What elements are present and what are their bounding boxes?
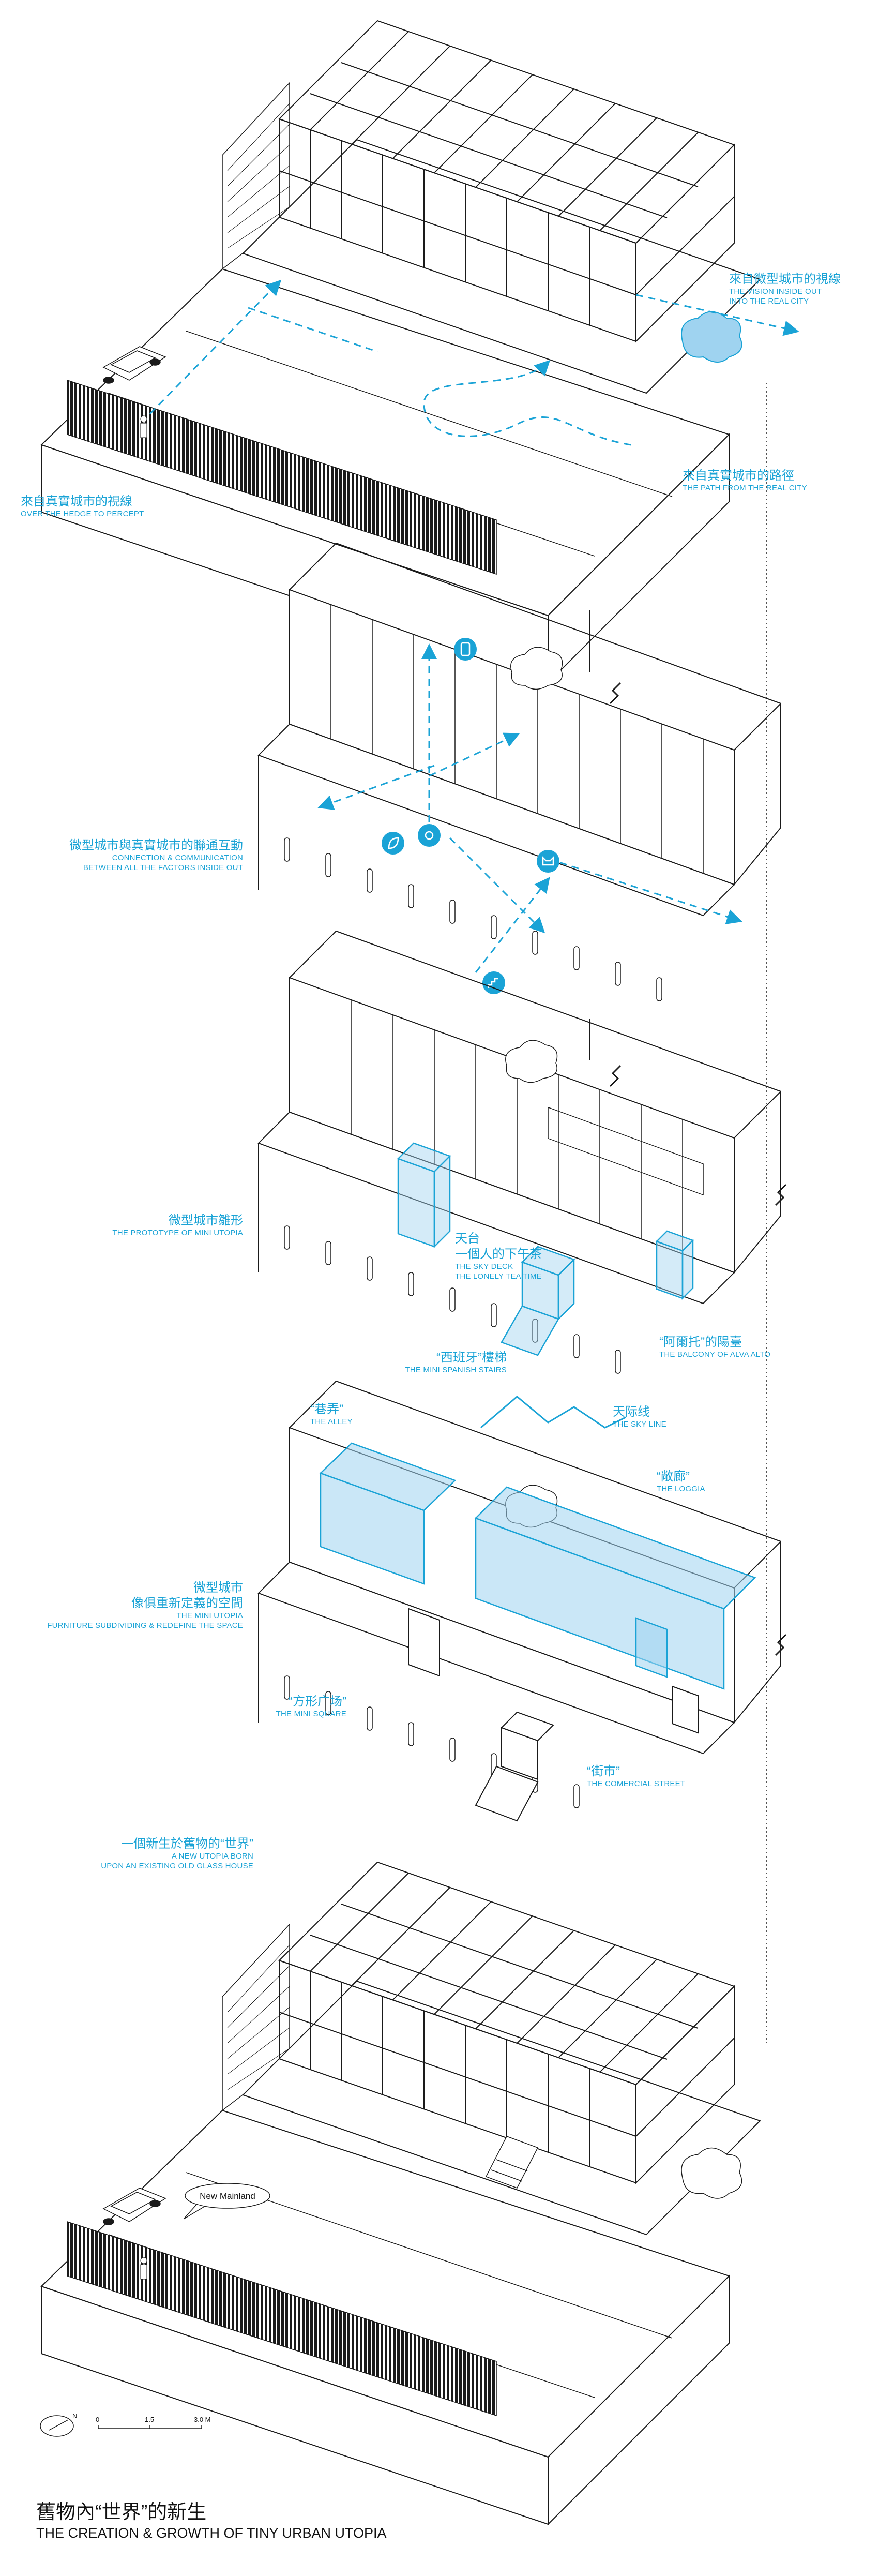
- label-street-en: THE COMERCIAL STREET: [587, 1779, 686, 1788]
- cat-icon: [537, 850, 559, 873]
- label-alley-en: THE ALLEY: [310, 1417, 353, 1426]
- label-path-zh: 來自真實城市的路徑: [683, 469, 794, 483]
- connection-arrows: [317, 643, 742, 973]
- car: [102, 346, 166, 384]
- label-connection-en1: CONNECTION & COMMUNICATION: [112, 853, 243, 862]
- label-loggia: “敞廊” THE LOGGIA: [657, 1469, 705, 1494]
- person-icon: [140, 2257, 147, 2280]
- label-path-en: THE PATH FROM THE REAL CITY: [683, 484, 807, 492]
- stairs-icon: [482, 971, 505, 994]
- page-title: 舊物內“世界”的新生 THE CREATION & GROWTH OF TINY…: [36, 2496, 387, 2541]
- label-connection: 微型城市與真實城市的聯通互動 CONNECTION & COMMUNICATIO…: [16, 838, 243, 873]
- skydeck-module: [397, 1142, 451, 1249]
- shelf-module: [408, 1608, 440, 1677]
- speech-bubble: New Mainland: [183, 2183, 270, 2220]
- scale-tick-0: 0: [96, 2416, 99, 2423]
- label-skyline-zh: 天际线: [613, 1405, 650, 1419]
- tree-icon: [505, 1040, 558, 1083]
- label-connection-en2: BETWEEN ALL THE FACTORS INSIDE OUT: [83, 863, 243, 872]
- north-arrow: N: [40, 2412, 77, 2437]
- label-mini-city-zh1: 微型城市: [193, 1581, 243, 1595]
- label-mini-city-en1: THE MINI UTOPIA: [176, 1611, 243, 1620]
- label-stairs-zh: “西班牙”樓梯: [436, 1351, 507, 1365]
- vision-arrow: [635, 294, 799, 336]
- page-title-zh: 舊物內“世界”的新生: [36, 2502, 207, 2523]
- scale-bar: 0 1.5 3.0 M: [96, 2416, 211, 2429]
- label-hedge-zh: 來自真實城市的視線: [21, 495, 132, 508]
- label-connection-zh: 微型城市與真實城市的聯通互動: [69, 838, 243, 852]
- stage1-glasshouse-site: [40, 20, 799, 684]
- hedge: [67, 379, 497, 575]
- sightline-arrow: [149, 279, 282, 415]
- label-skydeck-zh1: 天台: [455, 1232, 480, 1246]
- label-alley: “巷弄” THE ALLEY: [310, 1402, 353, 1427]
- stage3-interior-frame: [257, 931, 787, 1374]
- leaf-icon: [382, 832, 404, 855]
- label-mini-city-en2: FURNITURE SUBDIVIDING & REDEFINE THE SPA…: [47, 1621, 243, 1630]
- label-new-world: 一個新生於舊物的“世界” A NEW UTOPIA BORN UPON AN E…: [31, 1836, 253, 1871]
- label-skydeck-zh2: 一個人的下午茶: [455, 1247, 542, 1261]
- label-stairs: “西班牙”樓梯 THE MINI SPANISH STAIRS: [357, 1350, 507, 1375]
- page-title-en: THE CREATION & GROWTH OF TINY URBAN UTOP…: [36, 2525, 387, 2541]
- label-mini-city-zh2: 像俱重新定義的空間: [131, 1596, 243, 1610]
- spanish-stairs-module: [501, 1246, 575, 1356]
- tree-icon: [681, 311, 742, 363]
- car: [102, 2188, 166, 2225]
- label-new-world-zh: 一個新生於舊物的“世界”: [121, 1837, 253, 1851]
- scale-tick-2: 3.0 M: [194, 2416, 211, 2423]
- label-skydeck-en1: THE SKY DECK: [455, 1262, 513, 1271]
- tree-icon: [510, 647, 563, 690]
- phone-icon: [454, 638, 477, 661]
- label-balcony-en: THE BALCONY OF ALVA ALTO: [659, 1350, 771, 1359]
- label-hedge: 來自真實城市的視線 OVER THE HEDGE TO PERCEPT: [21, 494, 144, 519]
- skyline-line: [480, 1396, 626, 1429]
- label-vision-zh: 來自微型城市的視線: [729, 272, 841, 286]
- label-skyline: 天际线 THE SKY LINE: [613, 1404, 666, 1430]
- label-prototype-zh: 微型城市雛形: [169, 1214, 243, 1227]
- label-new-world-en1: A NEW UTOPIA BORN: [171, 1852, 253, 1861]
- path-arrow: [423, 360, 631, 446]
- label-street-zh: “街市”: [587, 1764, 620, 1778]
- label-balcony: “阿爾托”的陽臺 THE BALCONY OF ALVA ALTO: [659, 1335, 770, 1360]
- label-skydeck-en2: THE LONELY TEA TIME: [455, 1271, 542, 1281]
- label-skydeck: 天台 一個人的下午茶 THE SKY DECK THE LONELY TEA T…: [455, 1231, 542, 1282]
- label-vision-en2: INTO THE REAL CITY: [729, 296, 809, 306]
- hedge: [67, 2221, 497, 2417]
- balcony-module: [655, 1230, 694, 1300]
- label-alley-zh: “巷弄”: [310, 1402, 343, 1416]
- scale-tick-1: 1.5: [145, 2416, 154, 2423]
- north-label: N: [72, 2412, 77, 2420]
- glasshouse-frame: [278, 20, 735, 343]
- label-hedge-en: OVER THE HEDGE TO PERCEPT: [21, 510, 144, 518]
- label-loggia-en: THE LOGGIA: [657, 1485, 705, 1493]
- mini-city-modules: [319, 1442, 756, 1690]
- stage5-final-site: New Mainland: [40, 1861, 761, 2526]
- tree-icon: [681, 2147, 742, 2199]
- speech-bubble-text: New Mainland: [200, 2191, 255, 2201]
- label-prototype-en: THE PROTOTYPE OF MINI UTOPIA: [112, 1229, 243, 1237]
- label-square-zh: “方形广场”: [289, 1695, 346, 1709]
- label-path: 來自真實城市的路徑 THE PATH FROM THE REAL CITY: [683, 468, 807, 493]
- label-vision-en1: THE VISION INSIDE OUT: [729, 287, 822, 296]
- sun-icon: [418, 824, 441, 847]
- label-new-world-en2: UPON AN EXISTING OLD GLASS HOUSE: [101, 1861, 253, 1870]
- label-prototype: 微型城市雛形 THE PROTOTYPE OF MINI UTOPIA: [67, 1213, 243, 1238]
- label-square: “方形广场” THE MINI SQUARE: [196, 1694, 346, 1719]
- person-icon: [140, 415, 147, 438]
- label-mini-city: 微型城市 像俱重新定義的空間 THE MINI UTOPIA FURNITURE…: [16, 1580, 243, 1631]
- label-vision: 來自微型城市的視線 THE VISION INSIDE OUT INTO THE…: [729, 272, 841, 307]
- label-square-en: THE MINI SQUARE: [276, 1710, 346, 1718]
- label-loggia-zh: “敞廊”: [657, 1470, 690, 1484]
- label-stairs-en: THE MINI SPANISH STAIRS: [405, 1366, 507, 1374]
- label-street: “街市” THE COMERCIAL STREET: [587, 1764, 685, 1789]
- label-balcony-zh: “阿爾托”的陽臺: [659, 1335, 742, 1349]
- label-skyline-en: THE SKY LINE: [613, 1420, 666, 1429]
